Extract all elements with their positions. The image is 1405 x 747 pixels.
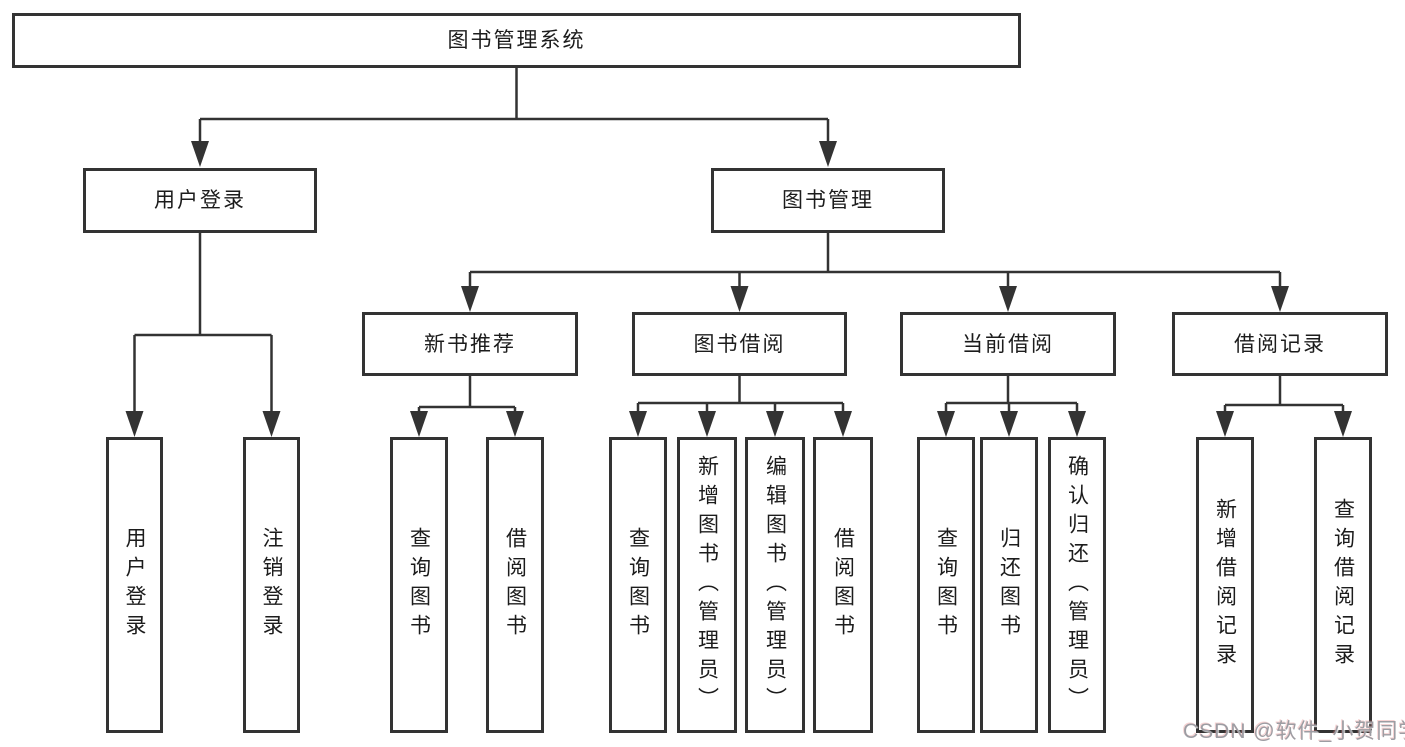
connector-book-borrow-to-leaves [629,376,852,437]
node-label: 借阅记录 [1234,332,1326,356]
connector-borrow-records-to-leaves [1216,376,1352,437]
node-label: 查询借阅记录 [1331,498,1355,672]
node-book-management: 图书管理 [711,168,945,233]
node-label: 查询图书 [407,527,431,643]
node-borrow-books-borrowing: 借阅图书 [813,437,873,733]
connector-root-to-level2 [191,68,837,167]
node-borrow-books-recommendation: 借阅图书 [486,437,544,733]
node-book-borrowing: 图书借阅 [632,312,847,376]
node-edit-books-admin: 编辑图书（管理员） [745,437,805,733]
node-label: 查询图书 [934,527,958,643]
node-current-borrowing: 当前借阅 [900,312,1116,376]
node-confirm-return-admin: 确认归还（管理员） [1048,437,1106,733]
node-query-books-borrowing: 查询图书 [609,437,667,733]
node-user-login-action: 用户登录 [106,437,163,733]
node-new-book-recommendation: 新书推荐 [362,312,578,376]
node-label: 用户登录 [123,527,146,643]
connector-user-login-to-leaves [125,233,281,437]
node-label: 当前借阅 [962,332,1054,356]
node-library-management-system: 图书管理系统 [12,13,1021,68]
watermark: CSDN @软件_小贺同学 [1183,720,1405,743]
node-label: 图书管理系统 [447,29,586,52]
node-label: 用户登录 [154,189,246,212]
node-label: 编辑图书（管理员） [763,454,787,716]
connector-book-management-to-level3 [461,233,1289,312]
node-user-login: 用户登录 [83,168,317,233]
node-label: 新增借阅记录 [1213,498,1237,672]
connector-current-borrow-to-leaves [937,376,1086,437]
node-label: 图书借阅 [693,332,786,356]
node-label: 借阅图书 [831,527,855,643]
node-borrowing-records: 借阅记录 [1172,312,1388,376]
node-add-books-admin: 新增图书（管理员） [677,437,737,733]
node-label: 新书推荐 [424,332,516,356]
node-add-borrowing-record: 新增借阅记录 [1196,437,1254,733]
connector-new-book-rec-to-leaves [410,376,524,437]
node-label: 确认归还（管理员） [1065,454,1089,716]
node-label: 查询图书 [626,527,650,643]
node-logout: 注销登录 [243,437,300,733]
node-return-books: 归还图书 [980,437,1038,733]
node-query-books-recommendation: 查询图书 [390,437,448,733]
node-query-books-current: 查询图书 [917,437,975,733]
node-label: 归还图书 [997,527,1021,643]
node-query-borrowing-record: 查询借阅记录 [1314,437,1372,733]
node-label: 注销登录 [260,527,283,643]
node-label: 新增图书（管理员） [695,454,719,716]
node-label: 图书管理 [782,189,874,212]
node-label: 借阅图书 [503,527,527,643]
